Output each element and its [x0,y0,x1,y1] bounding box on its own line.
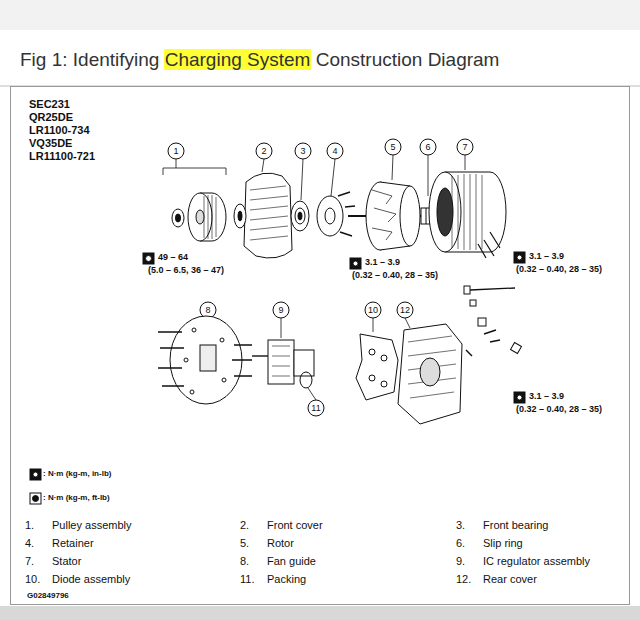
part-name: Packing [267,573,306,586]
callout-number: 8 [205,306,210,315]
part-code: LR11100-721 [29,150,95,163]
part-name: Rotor [267,537,294,550]
part-code: LR1100-734 [29,124,90,137]
part-name: Pulley assembly [52,519,131,532]
callout-number: 7 [462,143,467,152]
torque-conversion: (5.0 – 6.5, 36 – 47) [148,265,224,275]
callout-number: 4 [332,147,337,156]
legend-icons [30,469,41,504]
retainer [317,192,355,236]
stator [429,172,506,258]
part-number: 4. [25,537,34,550]
fan-guide [158,316,252,404]
torque-value: 3.1 – 3.9 [529,391,564,401]
part-number: 9. [456,555,465,568]
through-bolt [464,286,515,294]
footer-band [0,606,640,620]
callout-number: 2 [261,147,266,156]
ic-regulator [252,340,314,384]
callout-number: 5 [390,143,395,152]
part-number: 11. [240,573,254,586]
part-name: Rear cover [483,573,537,586]
part-name: Front cover [267,519,323,532]
torque-conversion: (0.32 – 0.40, 28 – 35) [352,270,438,280]
rotor [348,182,438,250]
legend-text: : N·m (kg-m, in-lb) [43,469,111,478]
torque-value: 3.1 – 3.9 [529,251,564,261]
part-name: IC regulator assembly [483,555,590,568]
front-bearing [291,201,309,231]
legend-text: : N·m (kg-m, ft-lb) [43,493,110,502]
figure-id: G02849796 [27,591,69,600]
header-band [0,0,640,30]
part-name: Fan guide [267,555,316,568]
pulley-assembly [172,193,226,241]
torque-value: 3.1 – 3.9 [365,257,400,267]
part-number: 10. [25,573,40,586]
part-number: 6. [456,537,465,550]
torque-icons [143,252,525,403]
torque-value: 49 – 64 [158,252,188,262]
part-name: Retainer [52,537,94,550]
callout-number: 11 [311,404,320,413]
callout-number: 6 [425,143,430,152]
front-cover [234,173,292,258]
part-name: Front bearing [483,519,548,532]
part-number: 8. [240,555,249,568]
torque-conversion: (0.32 – 0.40, 28 – 35) [516,404,602,414]
terminal-hardware [466,300,521,356]
callout-number: 9 [278,306,283,315]
torque-conversion: (0.32 – 0.40, 28 – 35) [516,264,602,274]
packing [300,372,312,388]
part-number: 2. [240,519,249,532]
part-number: 5. [240,537,249,550]
part-number: 7. [25,555,34,568]
part-number: 3. [456,519,465,532]
figure-title: Fig 1: Identifying Charging System Const… [20,49,499,71]
diode-assembly [356,334,398,400]
part-name: Diode assembly [52,573,130,586]
callout-number: 10 [368,306,378,315]
part-number: 12. [456,573,471,586]
callout-number: 1 [173,147,178,156]
engine-code: VQ35DE [29,137,72,150]
part-name: Stator [52,555,81,568]
callout-number: 3 [300,147,305,156]
engine-code: QR25DE [29,111,73,124]
engine-code: SEC231 [29,98,70,111]
figure-frame [11,87,630,605]
rear-cover [398,324,462,424]
part-number: 1. [25,519,34,532]
callout-circles [168,139,473,416]
part-name: Slip ring [483,537,523,550]
callout-number: 12 [400,306,410,315]
